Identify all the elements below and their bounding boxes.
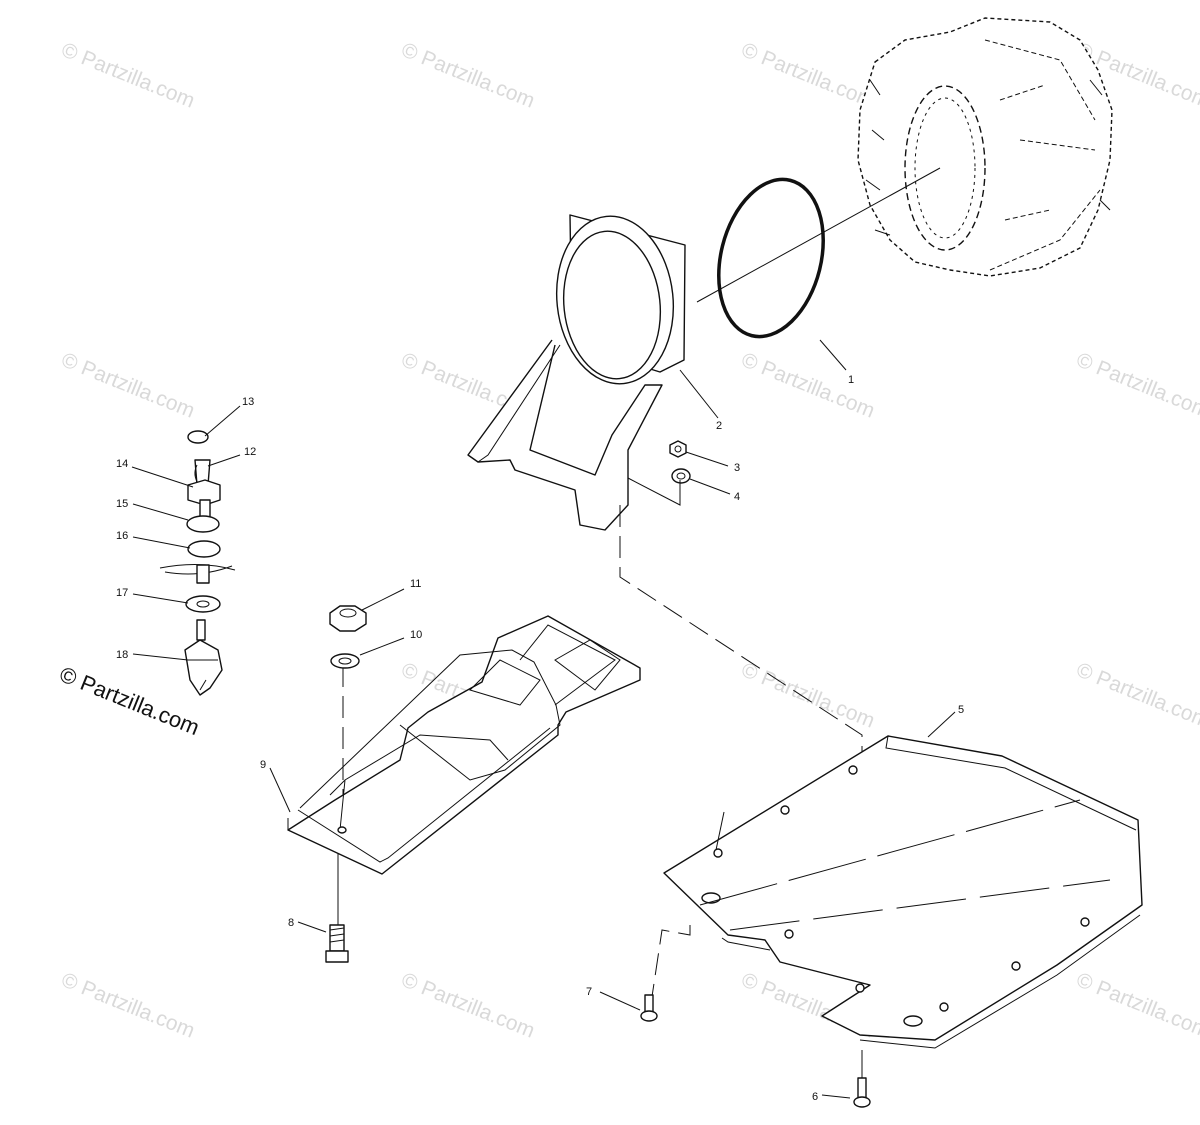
screw-6	[853, 1050, 871, 1108]
axis-line	[696, 167, 941, 303]
watermark: © Partzilla.com	[58, 38, 198, 112]
watermark: © Partzilla.com	[398, 968, 538, 1042]
watermark: © Partzilla.com	[738, 658, 878, 732]
watermark: © Partzilla.com	[738, 38, 878, 112]
drain-assembly-drawing	[159, 430, 236, 696]
callout-11: 11	[410, 578, 421, 590]
callout-6: 6	[812, 1091, 818, 1103]
washer-4	[671, 468, 691, 484]
bolt-8	[325, 924, 349, 963]
callout-1: 1	[848, 374, 854, 386]
ride-plate-drawing	[663, 735, 1143, 1049]
screw-7	[640, 994, 658, 1022]
nut-3	[669, 440, 687, 458]
nut-11	[329, 605, 367, 632]
callout-3: 3	[734, 462, 740, 474]
washer-10	[330, 653, 360, 669]
watermark: © Partzilla.com	[1073, 658, 1200, 732]
intake-grate-drawing	[287, 615, 641, 875]
callout-7: 7	[586, 986, 592, 998]
leader-lines	[131, 339, 956, 1099]
callout-5: 5	[958, 704, 964, 716]
callout-4: 4	[734, 491, 740, 503]
watermark: © Partzilla.com	[1073, 348, 1200, 422]
watermark: © Partzilla.com	[1073, 968, 1200, 1042]
callout-13: 13	[242, 396, 254, 408]
callout-17: 17	[116, 587, 128, 599]
o-ring	[717, 177, 825, 339]
callout-group: 1 2 3 4 5 6 7 8 9 10 11 12 13 14 15 16 1…	[116, 374, 964, 1103]
callout-8: 8	[288, 917, 294, 929]
callout-16: 16	[116, 530, 128, 542]
watermark: © Partzilla.com	[398, 38, 538, 112]
brand-text: © Partzilla.com	[56, 661, 203, 740]
callout-2: 2	[716, 420, 722, 432]
callout-12: 12	[244, 446, 256, 458]
callout-10: 10	[410, 629, 422, 641]
watermark: © Partzilla.com	[738, 348, 878, 422]
intake-housing-drawing	[467, 214, 686, 531]
callout-14: 14	[116, 458, 128, 470]
callout-18: 18	[116, 649, 128, 661]
watermark: © Partzilla.com	[58, 968, 198, 1042]
callout-15: 15	[116, 498, 128, 510]
callout-9: 9	[260, 759, 266, 771]
pump-housing-drawing	[857, 17, 1113, 277]
watermark: © Partzilla.com	[58, 348, 198, 422]
